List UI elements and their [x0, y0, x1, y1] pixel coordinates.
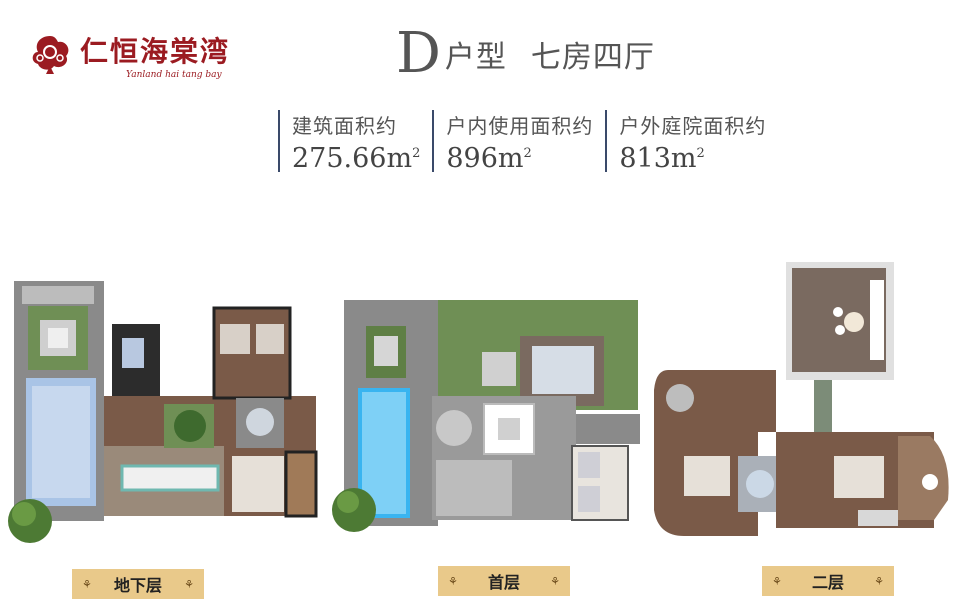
ornament-icon: ⚘ [874, 574, 884, 588]
ornament-icon: ⚘ [448, 574, 458, 588]
brand-subtitle: Yanland hai tang bay [126, 70, 222, 80]
stat-label: 户外庭院面积约 [619, 114, 767, 138]
basement-floor-plan [8, 281, 318, 543]
brand-logo: 仁恒海棠湾 Yanland hai tang bay [26, 28, 236, 88]
floor-label-text: 地下层 [113, 576, 162, 595]
title-letter: D [396, 21, 441, 86]
floor-label-text: 首层 [487, 573, 520, 592]
stat-value: 813m2 [619, 143, 705, 174]
stat-garden-area: 户外庭院面积约 813m2 [605, 110, 767, 174]
stat-building-area: 建筑面积约 275.66m2 [278, 110, 421, 174]
stat-value: 896m2 [446, 143, 532, 174]
stat-indoor-area: 户内使用面积约 896m2 [432, 110, 594, 174]
stat-value: 275.66m2 [292, 143, 421, 174]
title-rooms: 七房四厅 [530, 40, 655, 75]
ground-floor-plan [332, 300, 640, 532]
brand-name: 仁恒海棠湾 [80, 35, 231, 68]
floor-label-basement: ⚘ 地下层 ⚘ [72, 569, 204, 599]
title-type: 户型 [444, 40, 507, 75]
stat-label: 户内使用面积约 [446, 114, 594, 138]
ornament-icon: ⚘ [184, 577, 194, 591]
floor-label-text: 二层 [811, 573, 844, 592]
ornament-icon: ⚘ [772, 574, 782, 588]
area-stats: 建筑面积约 275.66m2 户内使用面积约 896m2 户外庭院面积约 813… [278, 110, 778, 174]
cloud-logo-icon [32, 36, 69, 74]
ornament-icon: ⚘ [82, 577, 92, 591]
second-floor-plan [654, 262, 949, 536]
page-title: D 户型 七房四厅 [396, 22, 655, 82]
ornament-icon: ⚘ [550, 574, 560, 588]
floor-label-second: ⚘ 二层 ⚘ [762, 566, 894, 596]
floor-label-ground: ⚘ 首层 ⚘ [438, 566, 570, 596]
stat-label: 建筑面积约 [292, 114, 397, 138]
